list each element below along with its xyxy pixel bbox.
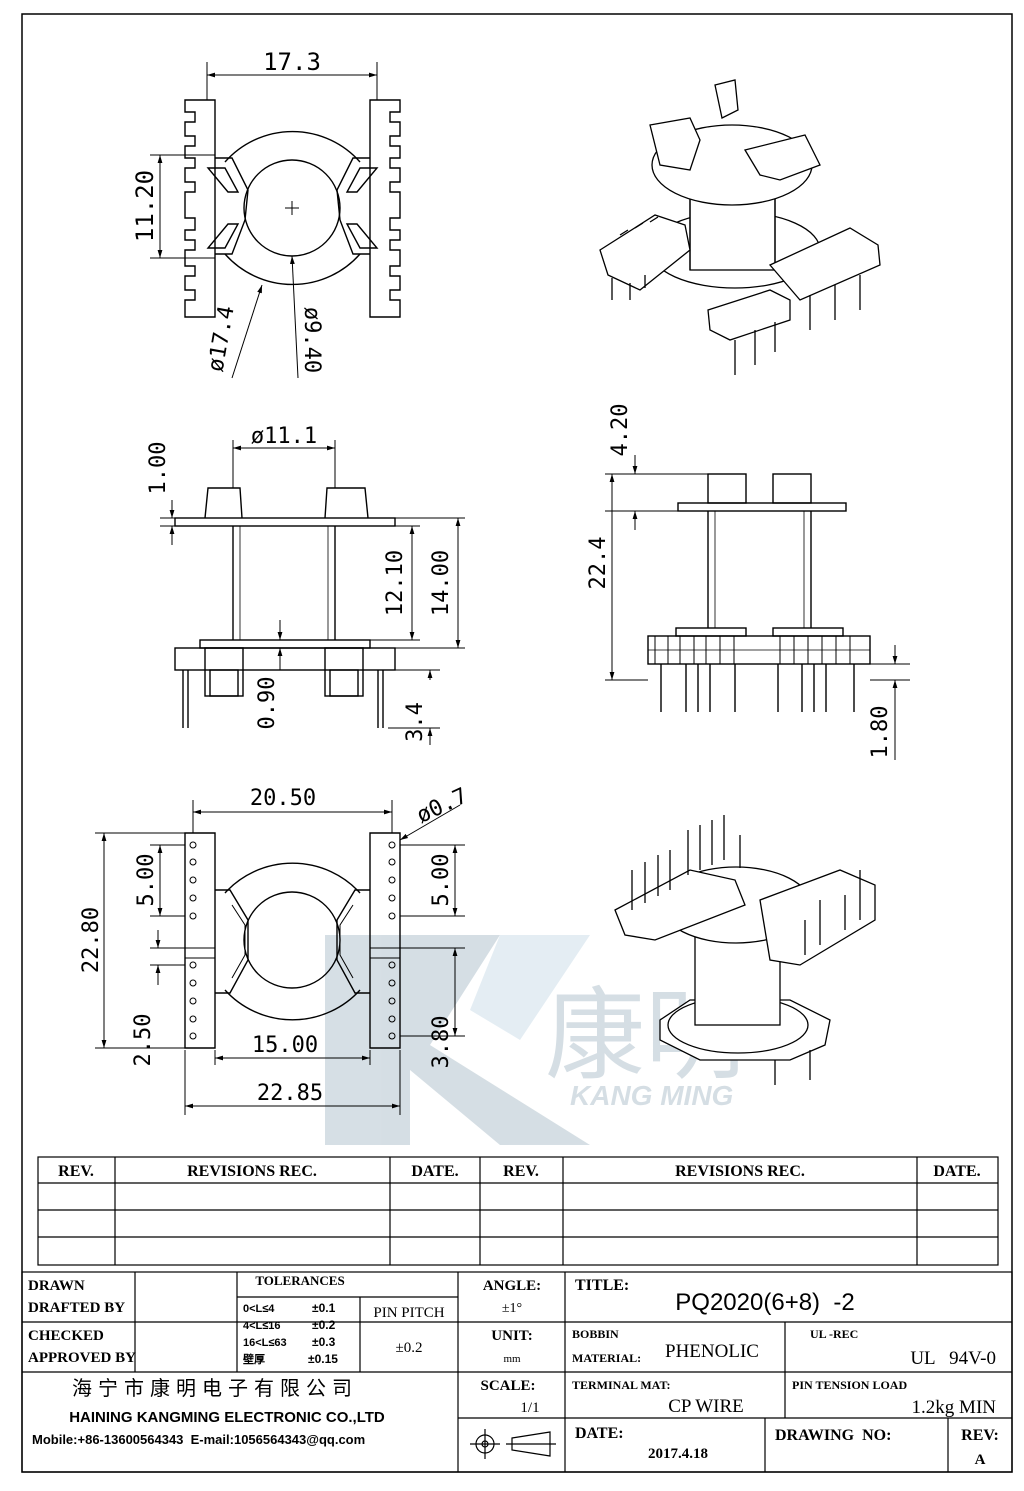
- tolerance-value-2: ±0.2: [312, 1318, 336, 1332]
- dim-right-height: 22.4: [586, 537, 611, 590]
- rev-header-date-1: DATE.: [411, 1163, 458, 1180]
- dim-side-inner: 12.10: [383, 550, 408, 616]
- isometric-view-top: [599, 79, 881, 375]
- dim-bottom-inner: 15.00: [252, 1033, 318, 1058]
- front-view-dimensions: [605, 455, 910, 760]
- title-value: PQ2020(6+8) -2: [675, 1289, 854, 1316]
- bobbin-label: BOBBIN: [572, 1327, 619, 1341]
- dim-top-width: 17.3: [263, 48, 321, 76]
- dim-top-height: 11.20: [131, 170, 159, 242]
- dim-bottom-right-upper: 5.00: [429, 854, 454, 907]
- dim-top-dia-inner: ø9.40: [299, 307, 324, 373]
- top-view: [184, 99, 401, 318]
- company-name-cn: 海宁市康明电子有限公司: [72, 1377, 358, 1400]
- dim-bottom-left-upper: 5.00: [134, 854, 159, 907]
- scale-value: 1/1: [520, 1400, 539, 1416]
- tolerance-range-1: 0<L≤4: [243, 1303, 275, 1315]
- unit-value: mm: [503, 1353, 521, 1365]
- title-block-grid: [21, 1271, 1013, 1473]
- tension-label: PIN TENSION LOAD: [792, 1378, 907, 1392]
- bottom-view: [184, 832, 401, 1049]
- scale-label: SCALE:: [480, 1378, 535, 1394]
- dim-bottom-overall: 22.85: [257, 1081, 323, 1106]
- rev-header-date-2: DATE.: [933, 1163, 980, 1180]
- tolerance-value-1: ±0.1: [312, 1301, 336, 1315]
- drafted-label: DRAFTED BY: [28, 1300, 125, 1316]
- dim-right-pin: 1.80: [868, 706, 893, 759]
- dim-bottom-left-lower: 2.50: [131, 1014, 156, 1067]
- dim-bottom-width: 20.50: [250, 786, 316, 811]
- dim-side-dia: ø11.1: [251, 424, 317, 449]
- rev-value: A: [975, 1452, 986, 1468]
- tolerance-range-4: 壁厚: [243, 1352, 265, 1366]
- dim-bottom-height: 22.80: [79, 907, 104, 973]
- approved-label: APPROVED BY: [28, 1350, 136, 1366]
- terminal-value: CP WIRE: [668, 1396, 743, 1417]
- ul-value: UL 94V-0: [910, 1348, 996, 1369]
- company-contact: Mobile:+86-13600564343 E-mail:1056564343…: [32, 1432, 365, 1447]
- pin-pitch-value: ±0.2: [396, 1340, 423, 1356]
- dim-bottom-right-lower: 3.80: [429, 1016, 454, 1069]
- title-label: TITLE:: [575, 1277, 629, 1294]
- angle-value: ±1°: [502, 1301, 522, 1316]
- dim-side-height: 14.00: [429, 550, 454, 616]
- side-view-dimensions: [160, 440, 465, 745]
- pin-pitch-label: PIN PITCH: [373, 1305, 444, 1321]
- material-label: MATERIAL:: [572, 1351, 641, 1365]
- revision-table: [37, 1156, 999, 1266]
- front-view: [647, 473, 871, 712]
- rev-header-rev-2: REV.: [503, 1163, 539, 1180]
- dim-top-dia-outer: ø17.4: [204, 304, 240, 374]
- dim-right-top: 4.20: [608, 404, 633, 457]
- angle-label: ANGLE:: [483, 1278, 541, 1294]
- tolerances-label: TOLERANCES: [255, 1273, 344, 1288]
- isometric-view-bottom: [614, 815, 876, 1085]
- dim-side-flange: 1.00: [146, 442, 171, 495]
- company-name-en: HAINING KANGMING ELECTRONIC CO.,LTD: [69, 1409, 385, 1426]
- tension-value: 1.2kg MIN: [912, 1397, 997, 1418]
- watermark-brand-en: KANG MING: [570, 1080, 733, 1111]
- drawn-label: DRAWN: [28, 1278, 85, 1294]
- drawing-border: [21, 13, 1013, 1473]
- checked-label: CHECKED: [28, 1328, 104, 1344]
- bottom-view-dimensions: [95, 800, 465, 1115]
- top-view-dimensions: [150, 62, 378, 379]
- ul-label: UL -REC: [810, 1327, 858, 1341]
- bottom-view-pins: [189, 841, 396, 1040]
- tolerance-range-2: 4<L≤16: [243, 1320, 281, 1332]
- dim-bottom-pin-dia: ø0.7: [413, 784, 472, 829]
- tolerance-value-3: ±0.3: [312, 1335, 336, 1349]
- dim-side-base: 0.90: [255, 677, 280, 730]
- terminal-label: TERMINAL MAT:: [572, 1378, 671, 1392]
- drawing-no-label: DRAWING NO:: [775, 1427, 891, 1444]
- tolerance-value-4: ±0.15: [308, 1352, 338, 1366]
- material-value: PHENOLIC: [665, 1341, 759, 1362]
- rev-header-rev-1: REV.: [58, 1163, 94, 1180]
- projection-symbol-icon: [470, 1429, 556, 1459]
- rev-header-rec-2: REVISIONS REC.: [675, 1163, 805, 1180]
- rev-label: REV:: [961, 1427, 999, 1444]
- date-label: DATE:: [575, 1425, 624, 1442]
- rev-header-rec-1: REVISIONS REC.: [187, 1163, 317, 1180]
- date-value: 2017.4.18: [648, 1446, 708, 1462]
- dim-side-pin: 3.4: [403, 702, 428, 742]
- unit-label: UNIT:: [491, 1328, 532, 1344]
- tolerance-range-3: 16<L≤63: [243, 1337, 287, 1349]
- side-view: [174, 487, 396, 728]
